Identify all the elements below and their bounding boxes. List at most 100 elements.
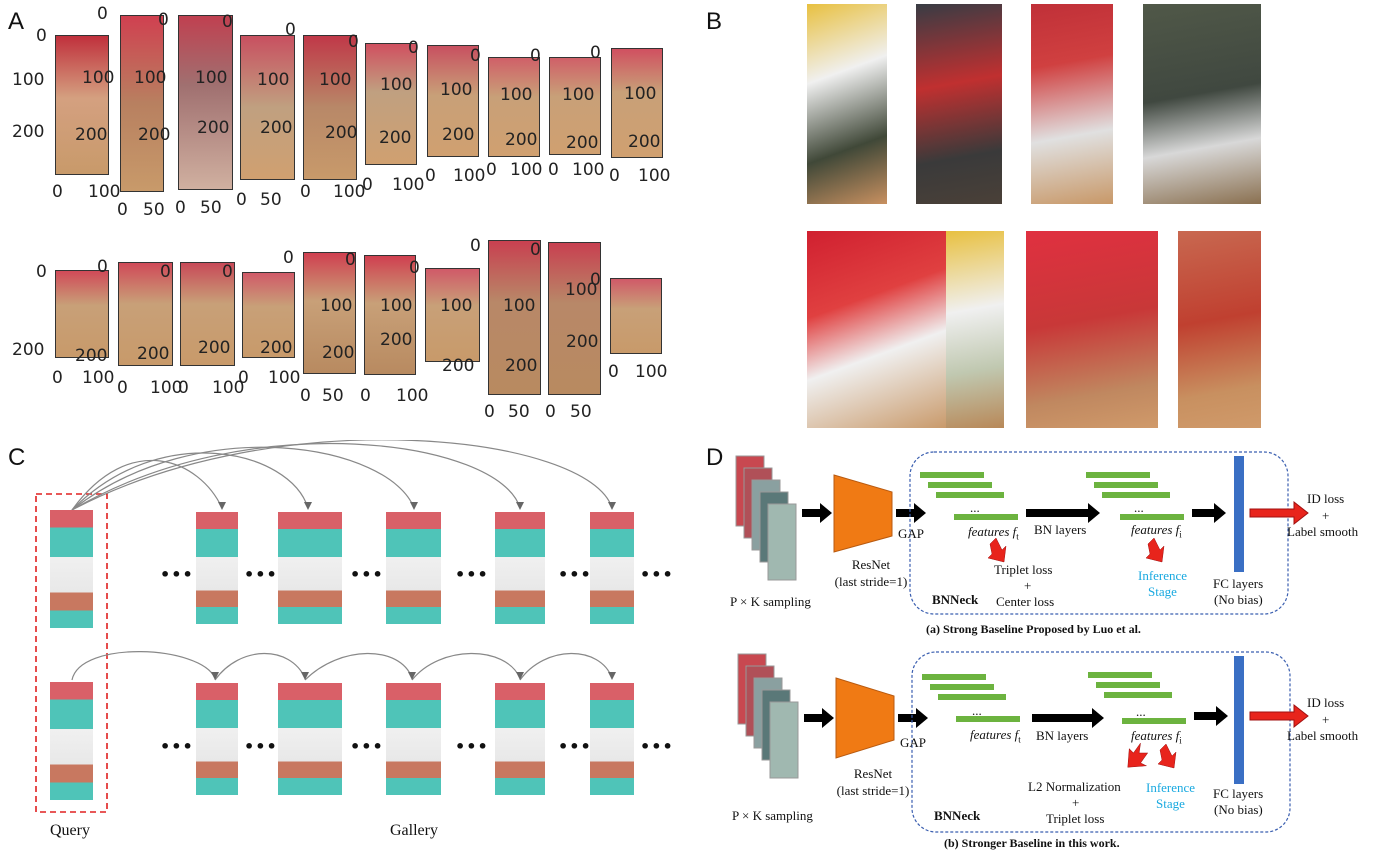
player-photo: [807, 231, 952, 428]
player-crop: [120, 15, 164, 192]
tick-label: 0: [530, 240, 541, 260]
tick-label: 200: [75, 346, 108, 366]
gallery-frame: [386, 512, 441, 624]
x-tick: 50: [260, 190, 282, 210]
x-tick: 0: [52, 182, 63, 202]
player-crop: [365, 43, 417, 165]
player-crop: [180, 262, 235, 366]
arrow-icon: [896, 503, 926, 523]
tick-label: 200: [198, 338, 231, 358]
tick-label: 100: [320, 296, 353, 316]
tick-label: 100: [82, 68, 115, 88]
x-tick: 50: [200, 198, 222, 218]
query-frame: [50, 682, 93, 800]
player-photo: [946, 231, 1004, 428]
x-tick: 0: [545, 402, 556, 422]
tick-label: 200: [138, 125, 171, 145]
ellipsis: •••: [455, 737, 489, 756]
tick-label: 100: [503, 296, 536, 316]
gallery-frame: [590, 683, 634, 795]
arrow-icon: [1026, 503, 1100, 523]
no-bias-label: (No bias): [1214, 592, 1263, 607]
features-i-label: features fi: [1131, 522, 1182, 540]
gallery-label: Gallery: [390, 822, 438, 839]
query-match-arcs: [71, 440, 613, 511]
player-crop: [488, 240, 541, 395]
query-highlight-box: [35, 493, 108, 813]
tick-label: 0: [160, 262, 171, 282]
label-smooth-label: Label smooth: [1287, 524, 1359, 539]
ellipsis: •••: [350, 737, 384, 756]
arc-arrowheads: [218, 502, 616, 510]
tick-label: 0: [590, 270, 601, 290]
resnet-block: [835, 677, 895, 759]
tick-label: 200: [260, 118, 293, 138]
x-tick: 100: [510, 160, 543, 180]
features-t-label: features ft: [970, 727, 1021, 745]
resnet-label: ResNet: [853, 766, 893, 781]
ellipsis: •••: [160, 565, 194, 584]
player-crop: [488, 57, 540, 157]
y-tick: 100: [12, 70, 45, 90]
gallery-frame: [278, 512, 342, 624]
tick-label: 100: [380, 296, 413, 316]
stage-label: Stage: [1156, 796, 1185, 811]
x-tick: 100: [82, 368, 115, 388]
player-crop: [549, 57, 601, 155]
dots-label: ...: [1134, 500, 1144, 515]
tick-label: 200: [442, 356, 475, 376]
ellipsis: •••: [558, 565, 592, 584]
tick-label: 100: [440, 296, 473, 316]
tick-label: 0: [590, 43, 601, 63]
red-arrow-icon: [987, 537, 1165, 563]
ellipsis: •••: [640, 737, 674, 756]
caption-a: (a) Strong Baseline Proposed by Luo et a…: [926, 622, 1141, 636]
tick-label: 200: [379, 128, 412, 148]
no-bias-label: (No bias): [1214, 802, 1263, 817]
feature-bars: [1086, 472, 1184, 520]
red-arrow-icon: [1127, 743, 1177, 769]
tick-label: 0: [470, 46, 481, 66]
x-tick: 0: [238, 368, 249, 388]
triplet-loss-label: Triplet loss: [1046, 811, 1105, 826]
plus-label: +: [1322, 508, 1330, 523]
x-tick: 0: [608, 362, 619, 382]
player-crop: [242, 272, 295, 358]
player-photo: [1143, 4, 1261, 204]
player-crop: [610, 278, 662, 354]
arrow-icon: [1192, 503, 1226, 523]
tick-label: 200: [566, 332, 599, 352]
x-tick: 100: [638, 166, 671, 186]
tick-label: 200: [566, 133, 599, 153]
ellipsis: •••: [244, 565, 278, 584]
player-crop: [611, 48, 663, 158]
red-arrow-icon: [1249, 703, 1309, 729]
bnneck-label: BNNeck: [932, 592, 979, 607]
x-tick: 100: [150, 378, 183, 398]
bnneck-label: BNNeck: [934, 808, 981, 823]
arrow-icon: [804, 708, 834, 728]
tick-label: 100: [134, 68, 167, 88]
label-smooth-label: Label smooth: [1287, 728, 1359, 743]
arrow-icon: [1194, 706, 1228, 726]
dots-label: ...: [1136, 704, 1146, 719]
chain-arcs: [71, 651, 613, 681]
player-crop: [364, 255, 416, 375]
inference-label: Inference: [1138, 568, 1188, 583]
player-crop: [178, 15, 233, 190]
tick-label: 0: [97, 257, 108, 277]
id-loss-label: ID loss: [1307, 491, 1345, 506]
tick-label: 100: [319, 70, 352, 90]
plus-label: +: [1024, 578, 1032, 593]
x-tick: 50: [322, 386, 344, 406]
query-label: Query: [50, 822, 90, 839]
bn-layers-label: BN layers: [1036, 728, 1089, 743]
tick-label: 0: [409, 258, 420, 278]
x-tick: 100: [268, 368, 301, 388]
y-tick: 0: [36, 262, 47, 282]
panel-d-diagram: [735, 451, 1309, 833]
caption-b: (b) Stronger Baseline in this work.: [944, 836, 1120, 850]
arrow-icon: [1032, 708, 1104, 728]
resnet-label: ResNet: [851, 557, 891, 572]
x-tick: 0: [486, 160, 497, 180]
